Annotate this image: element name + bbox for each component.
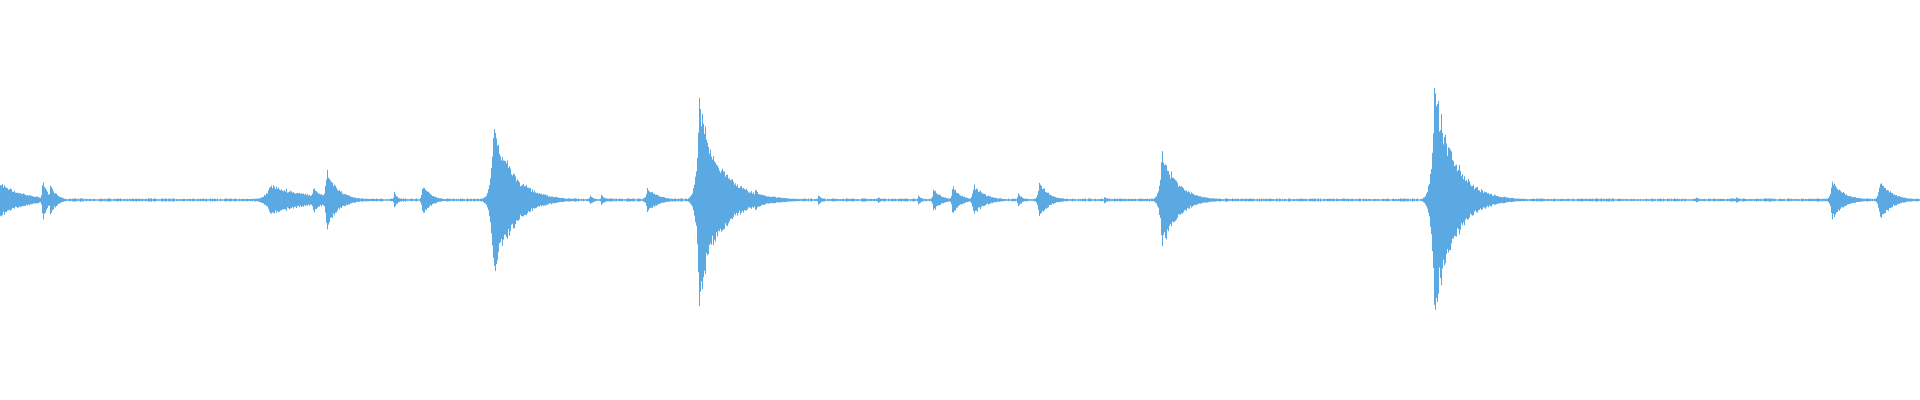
- waveform-trace: [0, 88, 1920, 310]
